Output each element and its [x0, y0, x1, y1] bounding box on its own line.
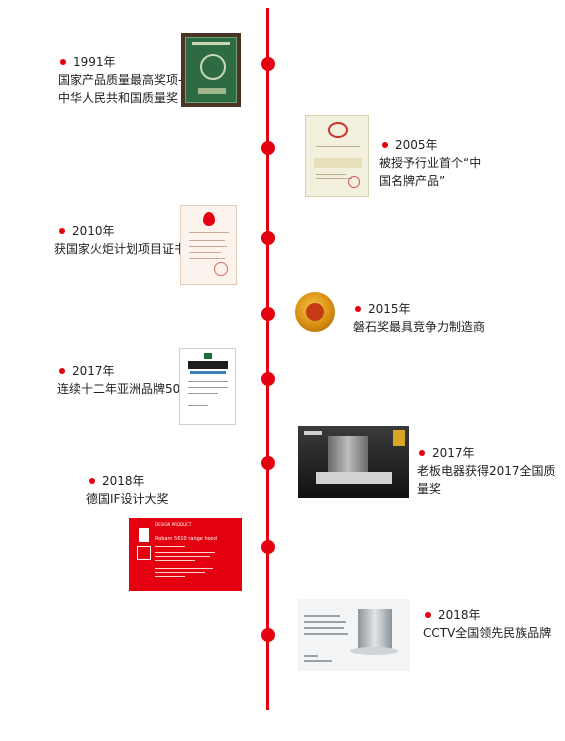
entry-year: 1991年 [73, 55, 116, 69]
entry-year: 2010年 [72, 224, 115, 238]
bullet-dot [425, 612, 431, 618]
entry-year: 2017年 [72, 364, 115, 378]
bullet-dot [59, 368, 65, 374]
if-design-award-card-image: DESIGN PRODUCT Robam 5610 range hood [129, 518, 242, 591]
timeline-node-1991 [261, 57, 275, 71]
panshi-award-medal-image [295, 292, 335, 332]
entry-year: 2018年 [102, 474, 145, 488]
robam-quality-award-poster-image [298, 426, 409, 498]
timeline-entry-2005: 2005年 被授予行业首个“中 国名牌产品” [379, 136, 482, 190]
timeline-node-2018b [261, 628, 275, 642]
entry-description: 德国IF设计大奖 [86, 492, 169, 506]
bullet-dot [59, 228, 65, 234]
entry-description: 获国家火炬计划项目证书 [54, 242, 187, 256]
bullet-dot [89, 478, 95, 484]
timeline-entry-2017b: 2017年 老板电器获得2017全国质 量奖 [417, 444, 556, 498]
timeline-node-2010 [261, 231, 275, 245]
entry-description: 连续十二年亚洲品牌500强 [57, 382, 200, 396]
entry-description: 磐石奖最具竞争力制造商 [353, 320, 486, 334]
timeline-entry-2017a: 2017年 连续十二年亚洲品牌500强 [57, 362, 200, 398]
torch-program-certificate-image [180, 205, 237, 285]
bullet-dot [419, 450, 425, 456]
timeline-node-2017a [261, 372, 275, 386]
bullet-dot [355, 306, 361, 312]
entry-description: 国家产品质量最高奖项-- 中华人民共和国质量奖 [58, 73, 187, 105]
timeline-entry-2015: 2015年 磐石奖最具竞争力制造商 [353, 300, 486, 336]
if-card-heading: DESIGN PRODUCT [155, 522, 192, 527]
national-quality-award-certificate-image [181, 33, 241, 107]
timeline-node-2015 [261, 307, 275, 321]
entry-year: 2018年 [438, 608, 481, 622]
timeline-entry-2010: 2010年 获国家火炬计划项目证书 [54, 222, 186, 258]
entry-description: 被授予行业首个“中 国名牌产品” [379, 156, 482, 188]
timeline-entry-2018a: 2018年 德国IF设计大奖 [86, 472, 169, 508]
if-card-product: Robam 5610 range hood [155, 536, 217, 542]
bullet-dot [382, 142, 388, 148]
entry-description: 老板电器获得2017全国质 量奖 [417, 464, 556, 496]
asia-brand-500-certificate-image [179, 348, 236, 425]
china-famous-brand-certificate-image [305, 115, 369, 197]
cctv-brand-ad-image [298, 599, 410, 671]
timeline-node-2017b [261, 456, 275, 470]
timeline-entry-1991: 1991年 国家产品质量最高奖项-- 中华人民共和国质量奖 [58, 53, 187, 107]
timeline-entry-2018b: 2018年 CCTV全国领先民族品牌 [423, 606, 552, 642]
timeline-node-2005 [261, 141, 275, 155]
bullet-dot [60, 59, 66, 65]
if-logo-icon [139, 528, 149, 542]
timeline-node-2018a [261, 540, 275, 554]
entry-year: 2015年 [368, 302, 411, 316]
entry-year: 2017年 [432, 446, 475, 460]
entry-description: CCTV全国领先民族品牌 [423, 626, 552, 640]
entry-year: 2005年 [395, 138, 438, 152]
timeline-axis [266, 8, 269, 710]
